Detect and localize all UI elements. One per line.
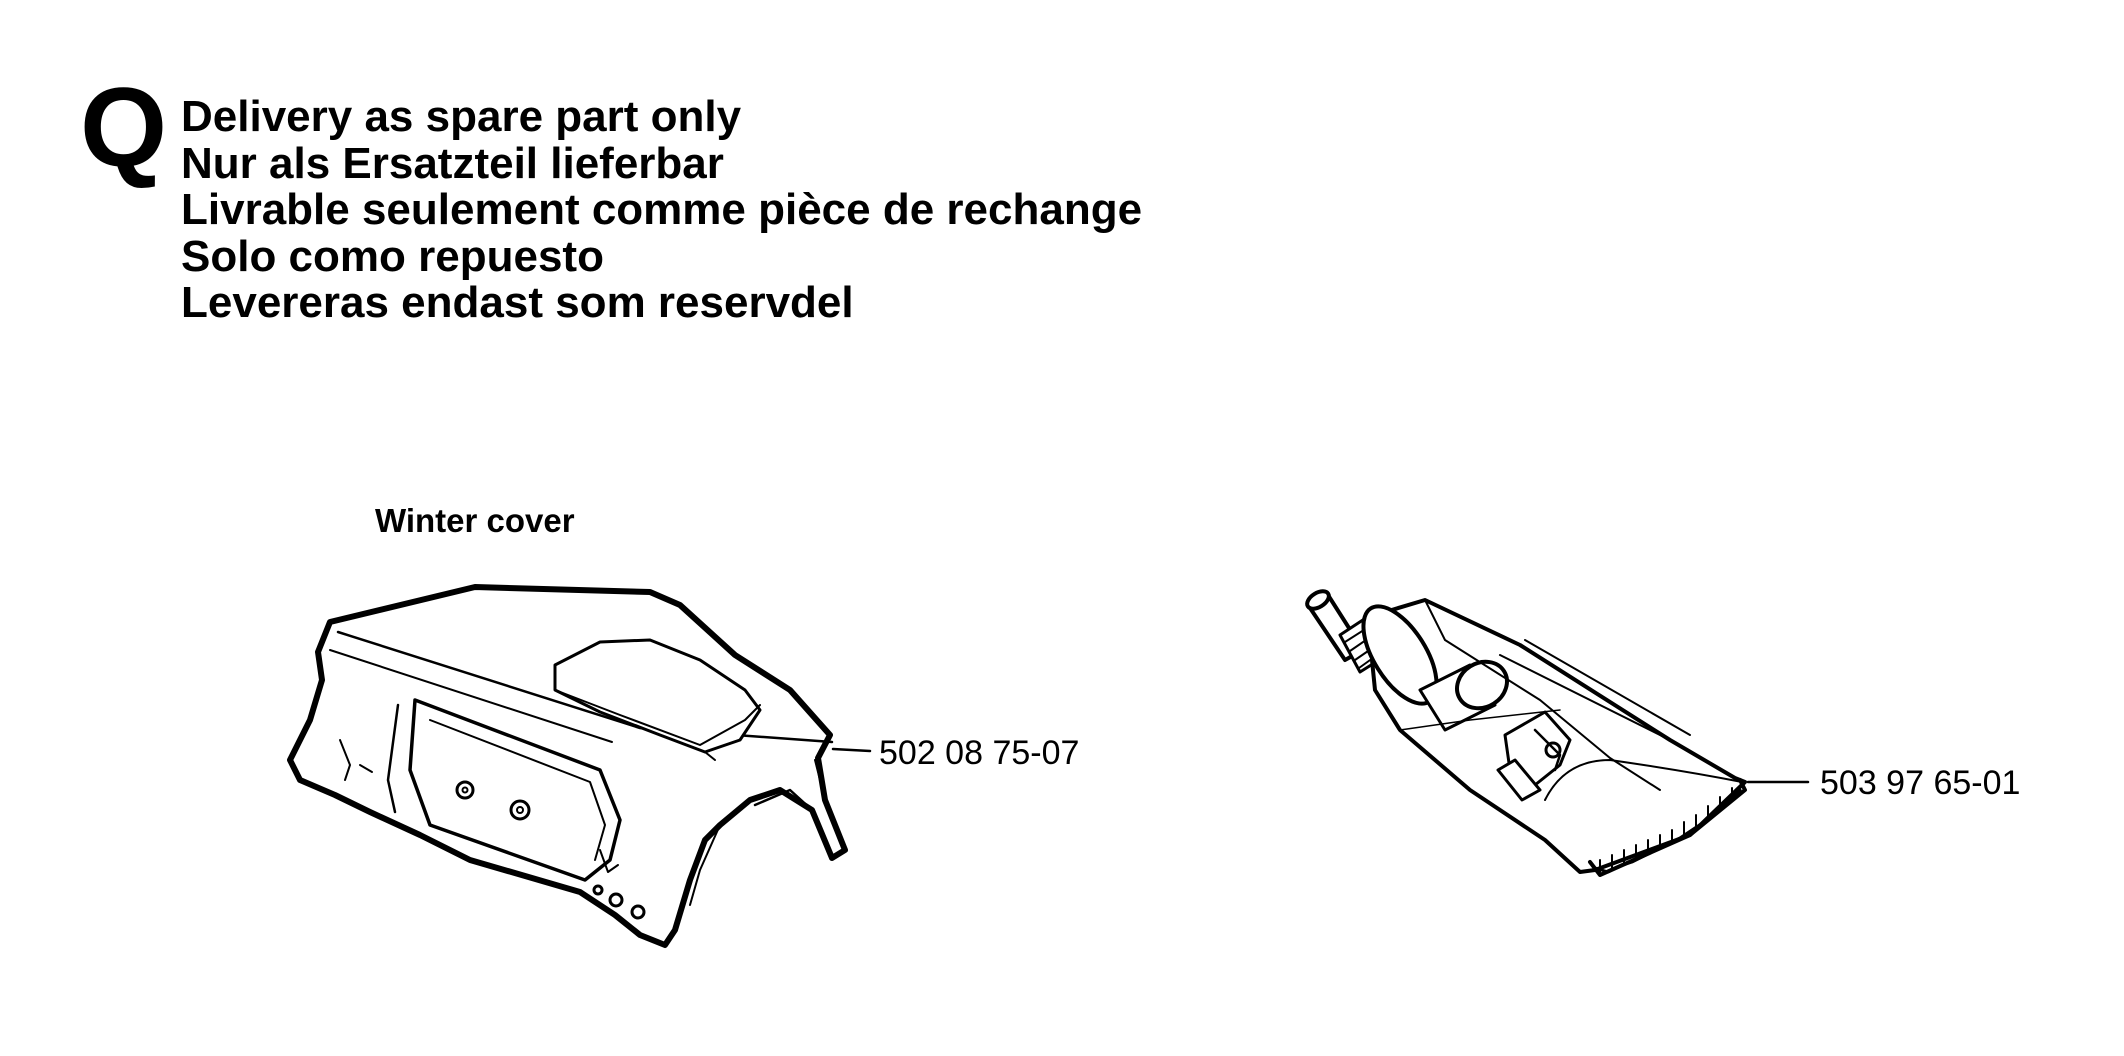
- notice-line-fr: Livrable seulement comme pièce de rechan…: [181, 185, 1143, 234]
- grease-tube-illustration: [1305, 589, 1810, 877]
- spare-part-notice: Delivery as spare part only Nur als Ersa…: [181, 92, 1143, 327]
- q-marker: Q: [80, 65, 168, 190]
- winter-cover-caption: Winter cover: [375, 502, 575, 539]
- part-number-grease-tube: 503 97 65-01: [1820, 764, 2021, 802]
- notice-line-es: Solo como repuesto: [181, 231, 604, 281]
- part-number-winter-cover: 502 08 75-07: [879, 734, 1080, 772]
- notice-line-de: Nur als Ersatzteil lieferbar: [181, 138, 724, 188]
- winter-cover-illustration: [287, 584, 872, 948]
- notice-line-en: Delivery as spare part only: [181, 92, 742, 141]
- notice-line-sv: Levereras endast som reservdel: [181, 278, 854, 327]
